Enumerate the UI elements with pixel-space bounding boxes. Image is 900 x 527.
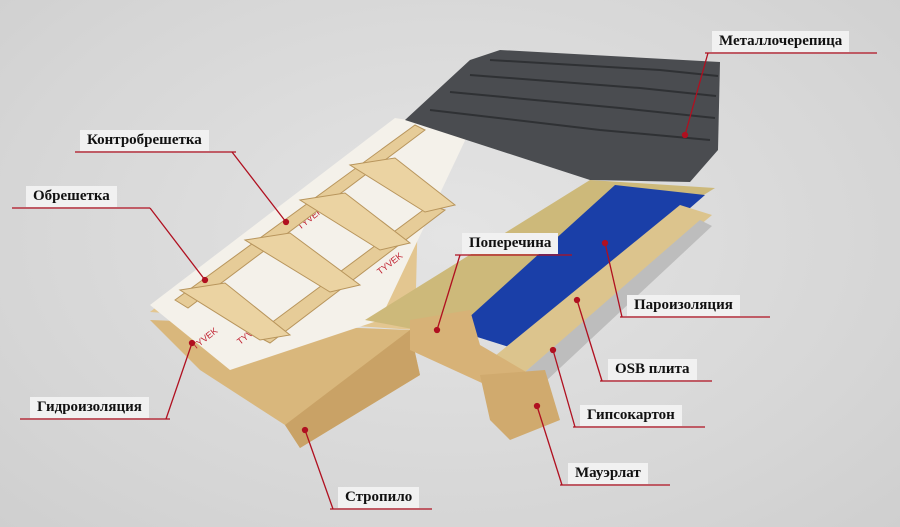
label-mauerlat: Мауэрлат xyxy=(568,463,648,484)
label-rafter: Стропило xyxy=(338,487,420,508)
label-metal-tile: Металлочерепица xyxy=(712,31,850,52)
label-osb: OSB плита xyxy=(608,359,697,380)
vapor-barrier xyxy=(455,185,705,352)
leader-lines xyxy=(12,52,877,510)
battens xyxy=(178,157,457,341)
label-waterproofing: Гидроизоляция xyxy=(30,397,149,418)
label-drywall: Гипсокартон xyxy=(580,405,682,426)
rafter-face xyxy=(285,330,420,448)
metal-tile-roofing xyxy=(405,50,720,182)
osb-board xyxy=(490,205,712,372)
label-vapor-barrier: Пароизоляция xyxy=(627,295,740,316)
mauerlat-beam xyxy=(480,370,560,440)
metal-tile-ribs xyxy=(429,59,719,141)
label-counter-batten: Контробрешетка xyxy=(80,130,209,151)
label-batten: Обрешетка xyxy=(26,186,117,207)
label-crossbar: Поперечина xyxy=(462,233,559,254)
